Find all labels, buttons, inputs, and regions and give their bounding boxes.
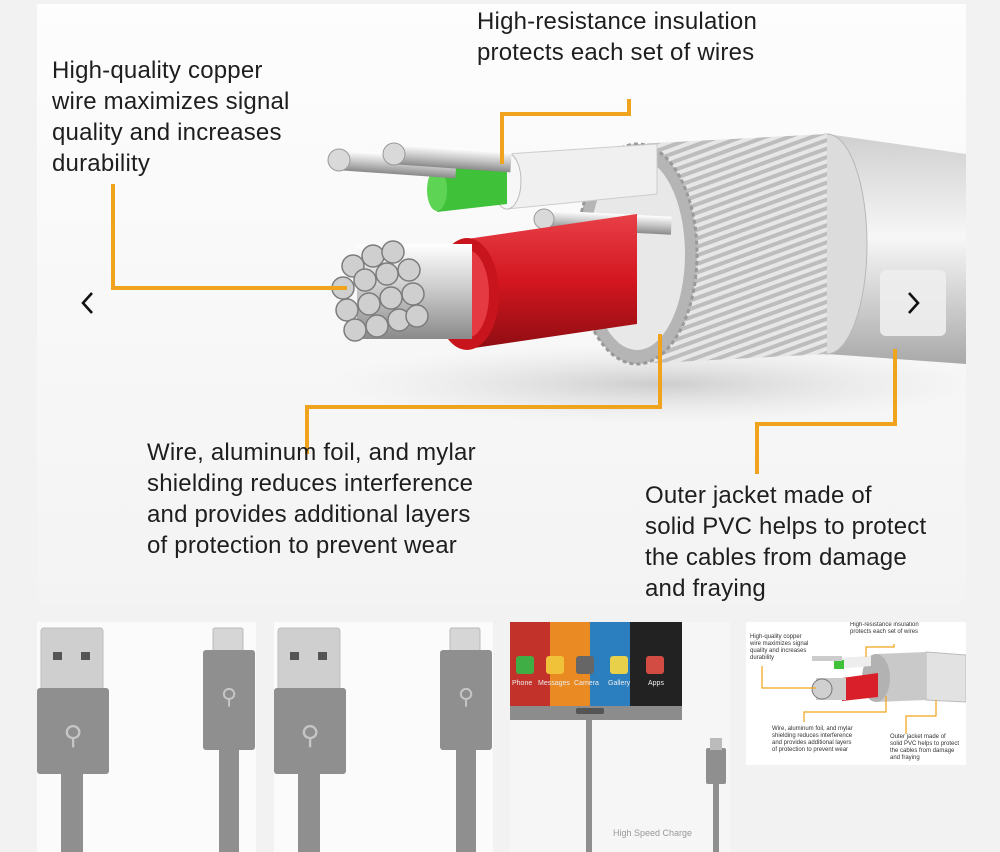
mini-callout-line: durability: [750, 655, 775, 661]
app-label-messages: Messages: [538, 680, 570, 687]
phone-charging-image: [510, 622, 726, 852]
callout-line: quality and increases: [52, 119, 282, 146]
cable-cross-section-mini-image: [761, 644, 966, 734]
mini-callout-line: of protection to prevent wear: [772, 747, 849, 753]
thumbnail-usb-cable-2[interactable]: ⚲ ⚲: [274, 622, 493, 852]
usb-cable-image: ⚲ ⚲: [274, 627, 492, 852]
app-label-phone: Phone: [512, 680, 533, 687]
callout-line: solid PVC helps to protect: [645, 513, 927, 540]
mini-callout-line: quality and increases: [750, 648, 807, 654]
mini-callout-line: High-resistance insulation: [850, 622, 919, 628]
callout-insulation: High-resistance insulation protects each…: [477, 6, 757, 68]
svg-text:⚲: ⚲: [221, 685, 237, 710]
svg-text:⚲: ⚲: [458, 685, 474, 710]
callout-line: Wire, aluminum foil, and mylar: [147, 439, 476, 466]
callout-line: of protection to prevent wear: [147, 532, 457, 559]
app-label-gallery: Gallery: [608, 680, 631, 687]
mini-callout-copper: High-quality copper wire maximizes signa…: [750, 634, 808, 662]
cable-cross-section-illustration: [111, 99, 966, 474]
callout-line: High-quality copper: [52, 57, 263, 84]
mini-callout-line: solid PVC helps to protect: [890, 741, 960, 747]
app-label-camera: Camera: [574, 680, 599, 687]
mini-callout-jacket: Outer jacket made of solid PVC helps to …: [890, 734, 959, 762]
mini-callout-shielding: Wire, aluminum foil, and mylar shielding…: [772, 726, 853, 754]
mini-callout-line: Outer jacket made of: [890, 734, 946, 740]
next-image-button[interactable]: [880, 270, 946, 336]
callout-line: wire maximizes signal: [52, 88, 290, 115]
mini-callout-line: wire maximizes signal: [750, 641, 809, 647]
chevron-left-icon: [81, 292, 93, 314]
usb-cable-image: ⚲ ⚲: [37, 627, 255, 852]
mini-callout-line: Wire, aluminum foil, and mylar: [772, 726, 853, 732]
thumbnail-usb-cable-1[interactable]: ⚲ ⚲: [37, 622, 256, 852]
previous-image-button[interactable]: [55, 270, 121, 336]
svg-text:⚲: ⚲: [300, 721, 319, 751]
mini-callout-insulation: High-resistance insulation protects each…: [850, 622, 919, 636]
chevron-right-icon: [908, 292, 920, 314]
mini-callout-line: the cables from damage: [890, 748, 955, 754]
mini-callout-line: High-quality copper: [750, 634, 802, 640]
app-label-apps: Apps: [648, 680, 664, 687]
mini-callout-line: shielding reduces interference: [772, 733, 853, 739]
callout-jacket: Outer jacket made of solid PVC helps to …: [645, 480, 926, 604]
phone-caption: High Speed Charge: [613, 828, 693, 838]
callout-line: High-resistance insulation: [477, 8, 758, 35]
mini-callout-line: and provides additional layers: [772, 740, 852, 746]
main-image-viewer[interactable]: High-resistance insulation protects each…: [37, 4, 966, 605]
mini-callout-line: and fraying: [890, 755, 920, 761]
callout-line: shielding reduces interference: [147, 470, 474, 497]
callout-line: protects each set of wires: [477, 39, 755, 66]
callout-line: and provides additional layers: [147, 501, 471, 528]
callout-line: Outer jacket made of: [645, 482, 872, 509]
svg-text:⚲: ⚲: [63, 721, 82, 751]
thumbnail-phone-charging[interactable]: Phone Messages Camera Gallery Apps High …: [510, 622, 730, 852]
thumbnail-cable-cross-section[interactable]: High-resistance insulation protects each…: [746, 622, 966, 765]
mini-callout-line: protects each set of wires: [850, 629, 919, 635]
callout-shielding: Wire, aluminum foil, and mylar shielding…: [147, 437, 476, 561]
callout-copper: High-quality copper wire maximizes signa…: [52, 55, 290, 179]
callout-line: and fraying: [645, 575, 766, 602]
callout-line: durability: [52, 150, 151, 177]
callout-line: the cables from damage: [645, 544, 907, 571]
